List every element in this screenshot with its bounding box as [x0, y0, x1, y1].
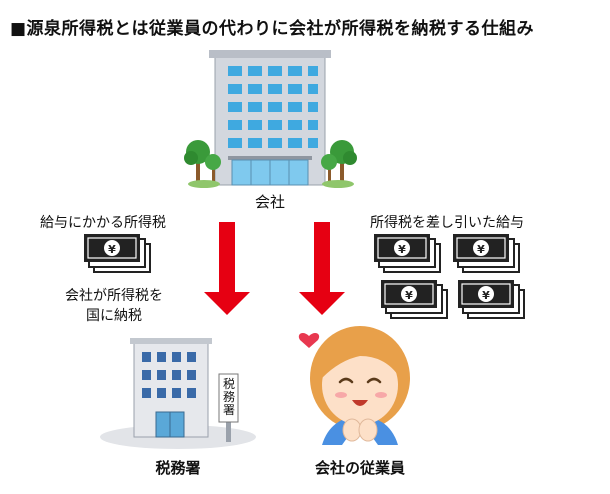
yen-icon: ¥	[108, 243, 116, 256]
banknote-stack-icon: ¥	[452, 233, 520, 273]
page-title: ■源泉所得税とは従業員の代わりに会社が所得税を納税する仕組み	[10, 19, 535, 39]
yen-icon: ¥	[398, 243, 406, 256]
company-pays-tax-label-line2: 国に納税	[86, 308, 142, 324]
company-building-icon	[209, 50, 331, 186]
banknote-stack-icon: ¥	[380, 279, 448, 319]
tax-office-sign-text: 税務署	[222, 377, 235, 417]
arrow-company-to-tax-office	[204, 222, 250, 315]
tax-office-signpost-icon	[218, 373, 239, 442]
company-pays-tax-label: 会社が所得税を 国に納税	[48, 286, 180, 326]
tax-office-building-icon	[100, 338, 256, 449]
happy-employee-icon	[298, 326, 410, 445]
yen-icon: ¥	[477, 243, 485, 256]
yen-icon: ¥	[482, 289, 490, 302]
employee-label: 会社の従業員	[314, 459, 405, 477]
heart-icon	[298, 333, 320, 348]
banknote-stack-icon: ¥	[373, 233, 441, 273]
banknote-stack-icon: ¥	[457, 279, 525, 319]
arrow-company-to-employee	[299, 222, 345, 315]
company-pays-tax-label-line1: 会社が所得税を	[65, 288, 163, 304]
net-salary-label: 所得税を差し引いた給与	[370, 215, 524, 231]
banknote-stack-icon: ¥	[83, 233, 151, 273]
yen-icon: ¥	[405, 289, 413, 302]
tree-icon	[184, 140, 221, 188]
company-label: 会社	[254, 193, 285, 211]
tax-office-label: 税務署	[155, 459, 201, 477]
salary-tax-label: 給与にかかる所得税	[40, 215, 166, 231]
tree-icon	[321, 140, 357, 188]
